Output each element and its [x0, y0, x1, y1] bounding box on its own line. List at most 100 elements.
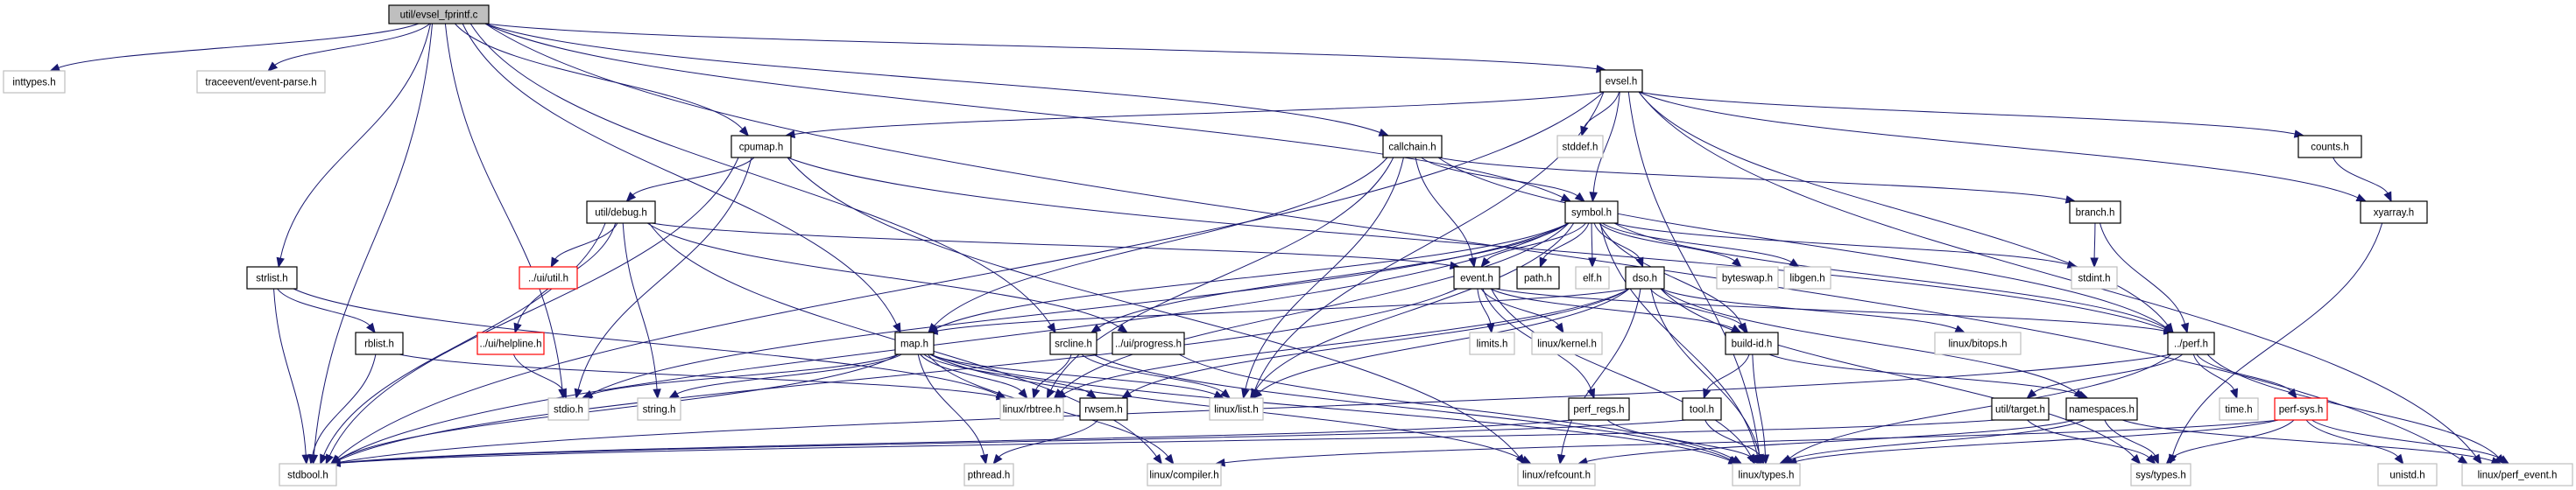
edge-line	[2192, 354, 2235, 391]
node-xyarray[interactable]: xyarray.h	[2360, 200, 2428, 224]
node-utildebug[interactable]: util/debug.h	[586, 200, 656, 224]
edge-line	[2093, 222, 2096, 260]
arrowhead-icon	[1252, 388, 1263, 399]
node-label: xyarray.h	[2374, 208, 2414, 219]
node-buildid[interactable]: build-id.h	[1725, 332, 1779, 355]
edge-line	[929, 354, 1217, 396]
node-box	[1575, 266, 1610, 290]
node-event[interactable]: event.h	[1453, 266, 1500, 290]
node-box	[1568, 397, 1630, 421]
node-path[interactable]: path.h	[1516, 266, 1560, 290]
edge-line	[1560, 288, 1641, 457]
node-label: linux/list.h	[1214, 405, 1259, 416]
edge-target-to-stdbool	[329, 419, 1996, 467]
node-rwsem[interactable]: rwsem.h	[1079, 397, 1128, 421]
edge-line	[277, 288, 371, 327]
node-byteswap: byteswap.h	[1716, 266, 1779, 290]
arrowhead-icon	[2498, 455, 2510, 465]
node-box	[999, 397, 1064, 421]
edge-line	[917, 354, 985, 457]
node-helpline[interactable]: ../ui/helpline.h	[476, 332, 545, 355]
node-rblist[interactable]: rblist.h	[355, 332, 404, 355]
node-box	[1079, 397, 1128, 421]
node-box	[355, 332, 404, 355]
edge-progress-to-types	[1179, 354, 1743, 465]
node-counts[interactable]: counts.h	[2297, 135, 2362, 158]
arrowhead-icon	[276, 256, 285, 269]
edge-line	[462, 23, 898, 326]
node-label: rwsem.h	[1084, 405, 1122, 416]
edge-evsel-to-symbol	[1589, 91, 1620, 203]
edge-root-to-map	[462, 23, 901, 334]
arrowhead-icon	[1486, 323, 1495, 334]
edge-srcline-to-types	[1092, 354, 1740, 465]
arrowhead-icon	[1220, 388, 1232, 399]
edge-line	[2122, 419, 2494, 462]
edge-symbol-to-libgen	[1602, 222, 1800, 268]
edge-line	[338, 419, 1687, 464]
node-label: linux/perf_event.h	[2478, 471, 2558, 481]
node-box	[730, 135, 792, 158]
edge-root-to-inttypes	[49, 23, 420, 72]
edge-symbol-to-byteswap	[1599, 222, 1742, 268]
edge-line	[337, 222, 1570, 460]
node-evsel[interactable]: evsel.h	[1599, 69, 1643, 93]
edge-line	[2104, 419, 2156, 457]
edge-perfsys-to-systypes	[2165, 419, 2295, 465]
node-label: evsel.h	[1606, 77, 1637, 88]
arrowhead-icon	[559, 388, 567, 400]
node-perf[interactable]: ../perf.h	[2167, 332, 2215, 355]
edge-line	[622, 222, 658, 391]
edge-line	[328, 157, 739, 457]
node-namespaces[interactable]: namespaces.h	[2065, 397, 2138, 421]
node-box	[1531, 332, 1603, 355]
edge-perf-to-time	[2192, 354, 2239, 400]
node-label: tool.h	[1690, 405, 1714, 416]
arrowhead-icon	[1018, 388, 1028, 400]
node-callchain[interactable]: callchain.h	[1382, 135, 1443, 158]
edge-rblist-to-stdbool	[308, 354, 377, 466]
arrowhead-icon	[1241, 388, 1250, 400]
node-label: strlist.h	[256, 274, 287, 284]
edge-utildebug-to-event	[651, 222, 1461, 270]
node-uiutil[interactable]: ../ui/util.h	[519, 266, 578, 290]
edge-line	[577, 157, 752, 391]
arrowhead-icon	[1589, 192, 1598, 203]
node-cpumap[interactable]: cpumap.h	[730, 135, 792, 158]
node-label: time.h	[2225, 405, 2252, 416]
node-srcline[interactable]: srcline.h	[1049, 332, 1097, 355]
node-dso[interactable]: dso.h	[1625, 266, 1665, 290]
node-strlist[interactable]: strlist.h	[246, 266, 298, 290]
node-progress[interactable]: ../ui/progress.h	[1112, 332, 1185, 355]
edge-line	[322, 222, 606, 457]
edge-line	[2032, 354, 2184, 394]
arrowhead-icon	[1574, 192, 1585, 202]
node-target[interactable]: util/target.h	[1991, 397, 2050, 421]
arrowhead-icon	[1032, 388, 1041, 400]
arrowhead-icon	[1954, 325, 1966, 333]
edge-line	[1421, 157, 1579, 197]
node-box	[2167, 332, 2215, 355]
node-box	[1517, 463, 1596, 486]
edge-line	[1638, 91, 2297, 135]
node-perfsys[interactable]: perf-sys.h	[2274, 397, 2328, 421]
node-branch[interactable]: branch.h	[2069, 200, 2121, 224]
node-perfregs[interactable]: perf_regs.h	[1568, 397, 1630, 421]
edge-cpumap-to-stdbool	[325, 157, 739, 466]
node-box	[3, 70, 66, 94]
arrowhead-icon	[1378, 128, 1390, 136]
node-symbol[interactable]: symbol.h	[1564, 200, 1619, 224]
edge-dso-to-map	[927, 288, 1630, 335]
node-label: dso.h	[1633, 274, 1657, 284]
node-map[interactable]: map.h	[894, 332, 935, 355]
arrowhead-icon	[2355, 193, 2368, 202]
edge-line	[1613, 222, 2167, 329]
edge-line	[313, 23, 434, 457]
node-box	[1147, 463, 1222, 486]
node-unistd: unistd.h	[2377, 463, 2438, 486]
node-tool[interactable]: tool.h	[1682, 397, 1722, 421]
arrowhead-icon	[893, 322, 901, 334]
node-box	[279, 463, 337, 486]
edge-namespaces-to-perfevent	[2122, 419, 2502, 466]
node-root[interactable]: util/evsel_fprintf.c	[388, 4, 490, 24]
